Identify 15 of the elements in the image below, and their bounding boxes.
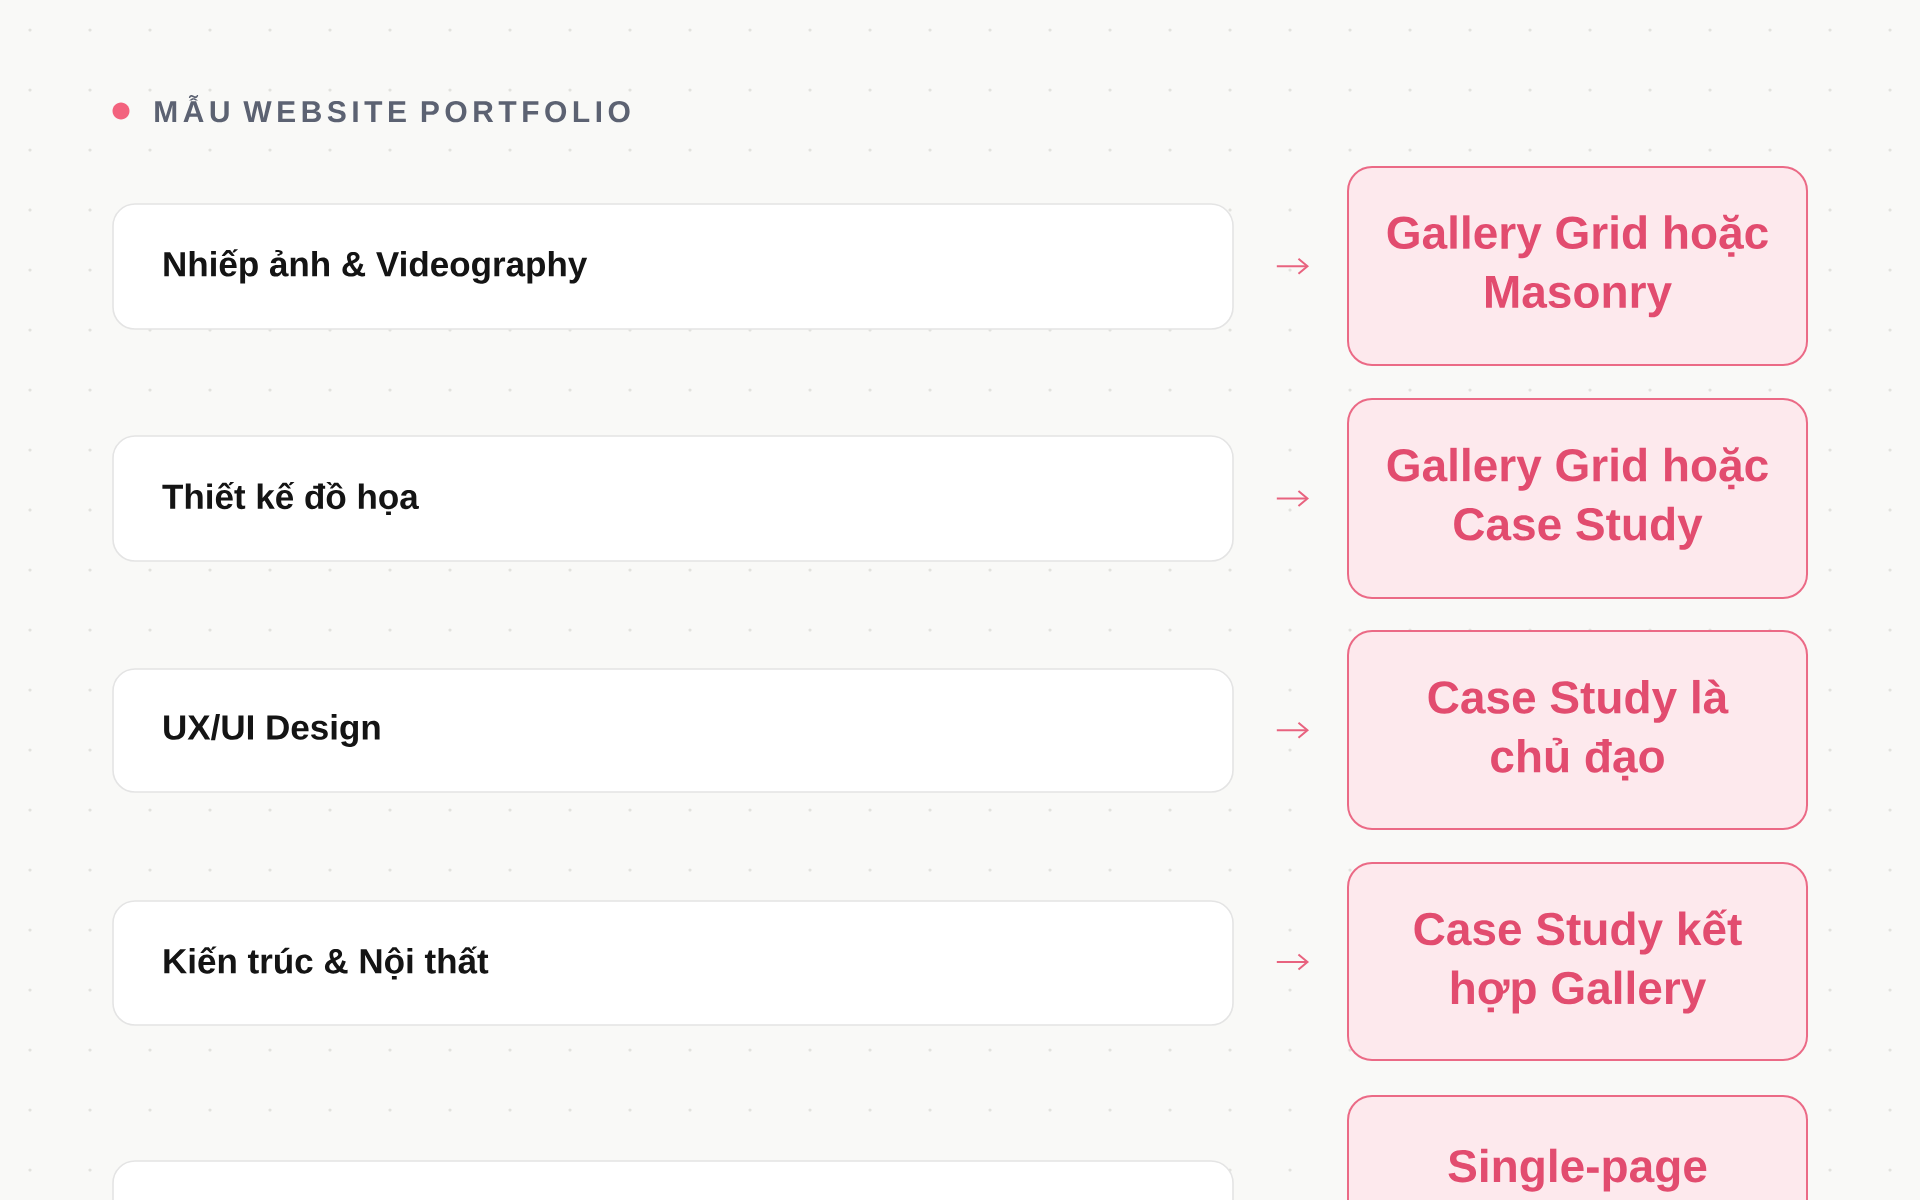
arrow	[1275, 257, 1309, 275]
category-box: Thiết kế đồ họa	[112, 435, 1234, 562]
category-box: Nhiếp ảnh & Videography	[112, 203, 1234, 330]
category-box	[112, 1160, 1234, 1200]
arrow	[1275, 721, 1309, 739]
arrow	[1275, 490, 1309, 507]
result-box: Single-page	[1347, 1095, 1808, 1200]
heading: MẪU WEBSITE PORTFOLIO	[155, 95, 630, 123]
category-box: UX/UI Design	[112, 668, 1234, 793]
result-box: Case Study là chủ đạo	[1347, 630, 1808, 830]
arrow	[1275, 953, 1309, 971]
result-box: Gallery Grid hoặc Case Study	[1347, 398, 1808, 599]
result-box: Case Study kết hợp Gallery	[1347, 862, 1808, 1061]
category-box: Kiến trúc & Nội thất	[112, 900, 1234, 1026]
result-box: Gallery Grid hoặc Masonry	[1347, 166, 1808, 366]
